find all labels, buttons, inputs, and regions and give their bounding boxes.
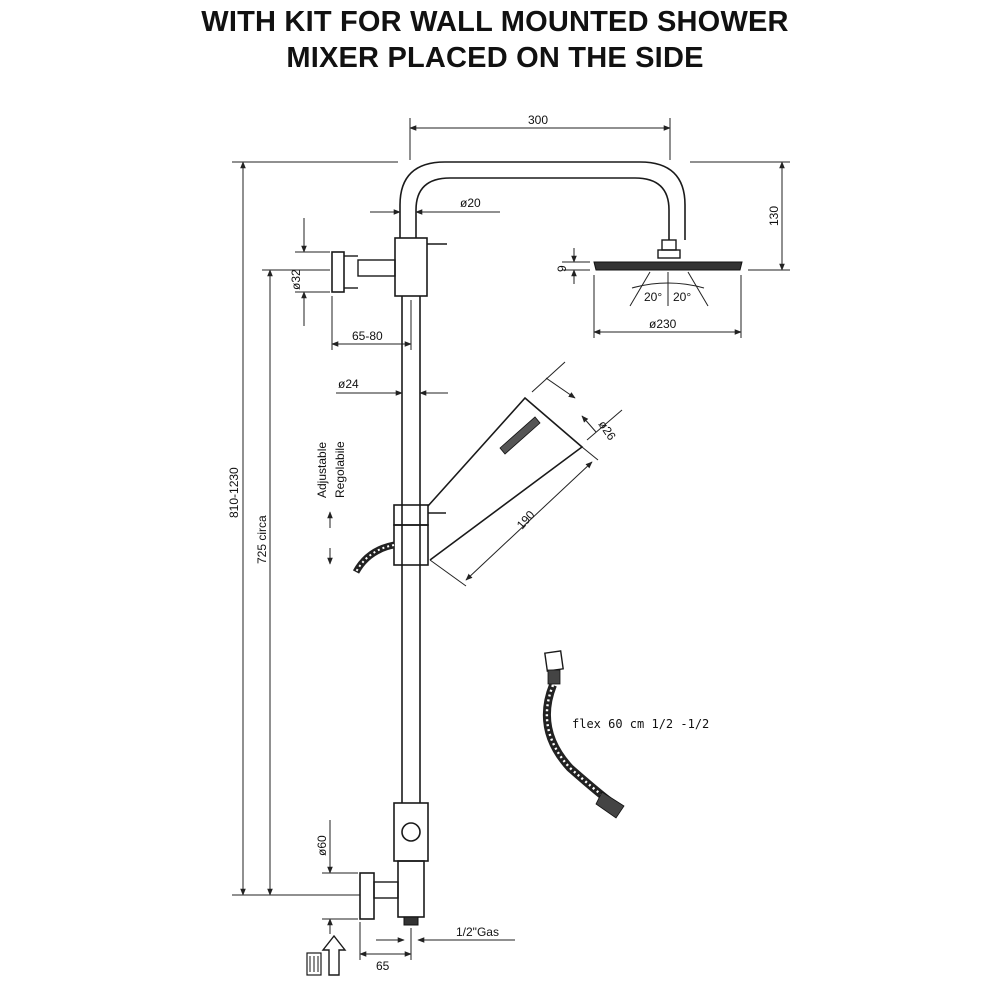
arm-length-dimension: 300 (409, 113, 671, 160)
shower-head: 20° 20° ø230 9 (555, 248, 743, 338)
title-line-2: MIXER PLACED ON THE SIDE (286, 42, 704, 74)
svg-text:ø24: ø24 (338, 377, 359, 391)
riser-rail (401, 296, 421, 803)
head-angle-left-label: 20° (644, 290, 662, 304)
flex-hose: flex 60 cm 1/2 -1/2 (542, 650, 709, 819)
title-line-1: WITH KIT FOR WALL MOUNTED SHOWER (201, 6, 789, 38)
hand-shower (427, 396, 584, 561)
adjustable-note: Adjustable Regolabile (315, 441, 347, 565)
head-diameter-label: ø230 (649, 317, 677, 331)
svg-text:ø26: ø26 (596, 418, 619, 443)
svg-text:725 circa: 725 circa (255, 515, 269, 564)
connection-dimension: 1/2"Gas (376, 925, 515, 943)
svg-text:130: 130 (767, 206, 781, 226)
bracket-diameter-dimension: ø32 (289, 218, 330, 326)
svg-text:ø32: ø32 (289, 269, 303, 290)
shower-arm (399, 161, 686, 259)
head-thickness-label: 9 (555, 265, 569, 272)
flex-hose-label: flex 60 cm 1/2 -1/2 (572, 717, 709, 731)
hose (352, 541, 395, 574)
head-connector (661, 239, 677, 251)
wall-symbol (306, 952, 322, 976)
svg-text:1/2"Gas: 1/2"Gas (456, 925, 499, 939)
top-wall-bracket (331, 237, 447, 297)
mixer-diameter-dimension: ø60 (315, 820, 358, 934)
svg-text:810-1230: 810-1230 (227, 467, 241, 518)
bottom-mixer (359, 802, 429, 926)
svg-text:300: 300 (528, 113, 548, 127)
arm-height-dimension: 130 (690, 161, 790, 271)
head-angle-right-label: 20° (673, 290, 691, 304)
svg-text:ø60: ø60 (315, 835, 329, 856)
pipe-diameter-dimension: ø20 (370, 196, 500, 215)
mixer-offset-dimension: 65 (359, 922, 412, 973)
rail-diameter-dimension: ø24 (336, 377, 448, 396)
rail-height-dimension: 725 circa (255, 269, 330, 896)
handshower-length-dimension: 190 (429, 446, 599, 587)
svg-text:65-80: 65-80 (352, 329, 383, 343)
svg-text:190: 190 (514, 508, 538, 532)
svg-text:ø20: ø20 (460, 196, 481, 210)
handshower-diameter-dimension: ø26 (531, 361, 623, 443)
svg-text:65: 65 (376, 959, 390, 973)
svg-text:Regolabile: Regolabile (333, 441, 347, 498)
svg-text:Adjustable: Adjustable (315, 442, 329, 498)
up-arrow-icon (321, 934, 347, 976)
wall-offset-dimension: 65-80 (331, 296, 412, 350)
total-height-dimension: 810-1230 (227, 161, 398, 896)
